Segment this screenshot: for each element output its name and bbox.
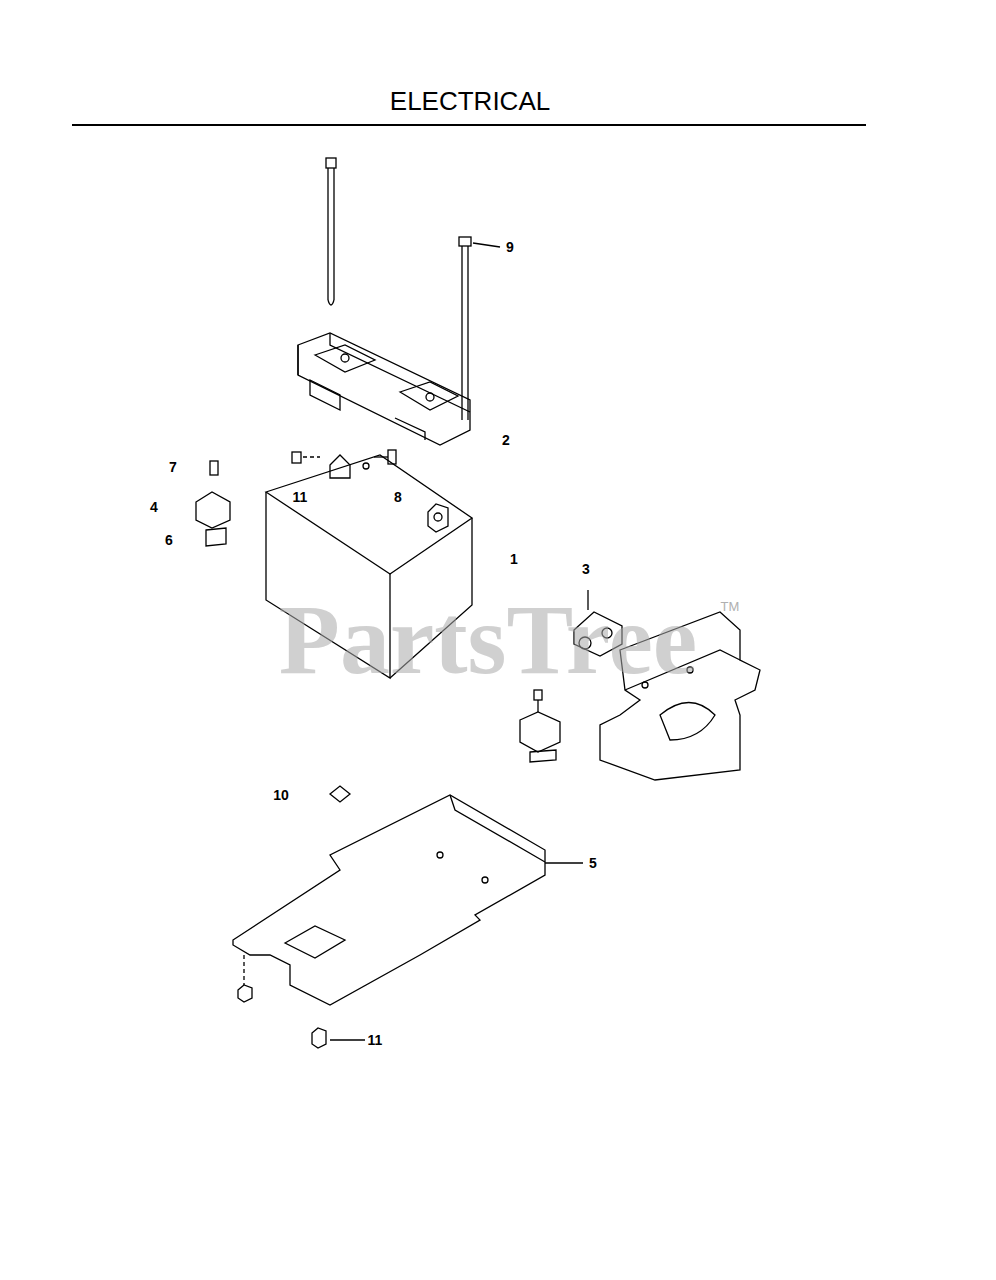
- callout-number: 2: [502, 433, 510, 447]
- callout-number: 10: [273, 788, 289, 802]
- title-rule: [72, 124, 866, 126]
- hold-down-rod: [326, 158, 336, 305]
- callout-number: 6: [165, 533, 173, 547]
- clip-nut: [330, 786, 350, 802]
- page-title: ELECTRICAL: [390, 88, 550, 114]
- callout-number: 11: [368, 1033, 383, 1047]
- relay-clip: [520, 690, 560, 762]
- callout-number: 11: [293, 490, 308, 504]
- battery-bracket: [298, 333, 470, 445]
- battery-tray: [233, 795, 583, 1048]
- terminal-hardware: [292, 450, 396, 464]
- callout-number: 5: [589, 856, 597, 870]
- callout-number: 7: [169, 460, 177, 474]
- trademark: TM: [721, 600, 740, 613]
- watermark: PartsTree: [279, 590, 697, 690]
- callout-number: 3: [582, 562, 590, 576]
- callout-number: 1: [510, 552, 518, 566]
- callout-number: 9: [506, 240, 514, 254]
- fuse-holder: [196, 461, 230, 546]
- callout-number: 8: [394, 490, 402, 504]
- hold-down-rod: [459, 237, 500, 420]
- callout-number: 4: [150, 500, 158, 514]
